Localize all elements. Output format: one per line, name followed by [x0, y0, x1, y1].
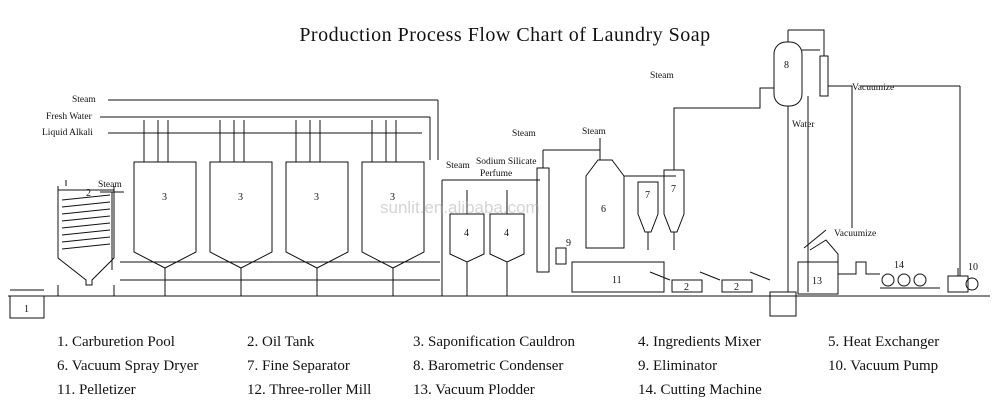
unit-number-4a: 4	[464, 228, 469, 239]
unit-number-8: 8	[784, 60, 789, 71]
legend-item: 6. Vacuum Spray Dryer	[57, 358, 199, 374]
legend-item: 4. Ingredients Mixer	[638, 334, 761, 350]
cutting-machine	[880, 273, 940, 289]
unit-number-10: 10	[968, 262, 978, 273]
legend-item: 3. Saponification Cauldron	[413, 334, 576, 350]
unit-number-3a: 3	[162, 192, 167, 203]
legend-item: 14. Cutting Machine	[638, 382, 762, 398]
fine-separator-2	[663, 87, 774, 250]
liquid-alkali-label: Liquid Alkali	[42, 128, 93, 138]
heat-exchanger	[536, 149, 600, 273]
legend-item: 5. Heat Exchanger	[828, 334, 940, 350]
vacuum-plodder	[797, 229, 880, 295]
legend-item: 1. Carburetion Pool	[57, 334, 175, 350]
legend-item: 2. Oil Tank	[247, 334, 315, 350]
vacuumize-label-plodder: Vacuumize	[834, 229, 876, 239]
unit-number-3d: 3	[390, 192, 395, 203]
saponification-cauldron-3	[285, 120, 349, 296]
vacuum-pump	[860, 85, 979, 293]
fine-separator-1	[637, 181, 659, 250]
sodium-silicate-label: Sodium Silicate	[476, 157, 536, 167]
steam-label-heat-exchanger: Steam	[512, 129, 536, 139]
three-roller-mill-1	[671, 279, 703, 293]
legend-item: 8. Barometric Condenser	[413, 358, 564, 374]
unit-number-4b: 4	[504, 228, 509, 239]
vacuum-spray-dryer	[585, 138, 676, 249]
legend-item: 9. Eliminator	[638, 358, 718, 374]
legend-item: 11. Pelletizer	[57, 382, 136, 398]
vacuumize-label-top: Vacuumize	[852, 83, 894, 93]
unit-number-7b: 7	[671, 184, 676, 195]
unit-number-7a: 7	[645, 190, 650, 201]
unit-number-12b: 2	[734, 282, 739, 293]
legend-item: 10. Vacuum Pump	[828, 358, 939, 374]
steam-label-header: Steam	[72, 95, 96, 105]
unit-number-12a: 2	[684, 282, 689, 293]
three-roller-mill-2	[721, 279, 753, 293]
carburetion-pool	[9, 289, 45, 319]
ingredients-mixer-2	[489, 190, 525, 296]
watermark: sunlit.en.alibaba.com	[380, 198, 540, 217]
saponification-cauldron-1	[133, 120, 197, 296]
oil-tank	[57, 180, 124, 296]
saponification-cauldron-2	[209, 120, 273, 296]
unit-number-13: 13	[812, 276, 822, 287]
steam-label-separator: Steam	[650, 71, 674, 81]
unit-number-2: 2	[86, 188, 91, 199]
steam-label-oil-tank: Steam	[98, 180, 122, 190]
legend-item: 7. Fine Separator	[247, 358, 350, 374]
diagram-title: Production Process Flow Chart of Laundry…	[299, 24, 711, 46]
unit-number-11: 11	[612, 275, 622, 286]
eliminator	[555, 247, 567, 265]
unit-number-3c: 3	[314, 192, 319, 203]
unit-number-9: 9	[566, 238, 571, 249]
ingredients-mixer-1	[449, 190, 485, 296]
equipment-legend: 1. Carburetion Pool 2. Oil Tank 3. Sapon…	[0, 330, 1000, 412]
fresh-water-label: Fresh Water	[46, 112, 93, 122]
steam-label-dryer: Steam	[582, 127, 606, 137]
water-label: Water	[792, 120, 815, 130]
saponification-cauldron-4	[361, 120, 425, 296]
unit-number-6: 6	[601, 204, 606, 215]
unit-number-3b: 3	[238, 192, 243, 203]
pelletizer	[571, 261, 665, 293]
legend-item: 12. Three-roller Mill	[247, 382, 372, 398]
barometric-condenser	[769, 29, 853, 317]
steam-label-mixer: Steam	[446, 161, 470, 171]
legend-item: 13. Vacuum Plodder	[413, 382, 535, 398]
perfume-label: Perfume	[480, 168, 512, 179]
unit-number-1: 1	[24, 304, 29, 315]
unit-number-14: 14	[894, 260, 904, 271]
